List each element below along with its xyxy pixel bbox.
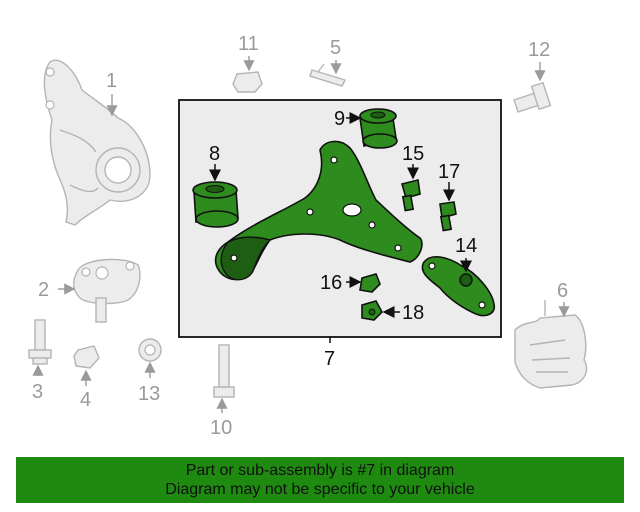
- bolt-part-12[interactable]: [513, 81, 552, 113]
- callout-6[interactable]: 6: [557, 280, 568, 302]
- callout-16[interactable]: 16: [320, 272, 342, 294]
- nut-part-18[interactable]: [361, 300, 383, 321]
- callout-17[interactable]: 17: [438, 161, 460, 183]
- long-bolt-part-10[interactable]: [213, 344, 235, 398]
- callout-8[interactable]: 8: [209, 143, 220, 165]
- cotter-pin-part-5[interactable]: [309, 63, 346, 87]
- lower-control-arm-part-7[interactable]: [214, 140, 423, 281]
- callout-1[interactable]: 1: [106, 70, 117, 92]
- callout-9[interactable]: 9: [334, 108, 345, 130]
- callout-10[interactable]: 10: [210, 417, 232, 439]
- bracket-part-6[interactable]: [514, 300, 588, 389]
- flange-nut-part-11[interactable]: [232, 71, 263, 93]
- nut-part-4[interactable]: [73, 345, 100, 369]
- callout-13[interactable]: 13: [138, 383, 160, 405]
- parts-diagram: 1 2 3 4 5 6 7 8 9 10 11 12 13 14 15 16 1…: [28, 33, 588, 439]
- callout-3[interactable]: 3: [32, 381, 43, 403]
- callout-15[interactable]: 15: [402, 143, 424, 165]
- callout-18[interactable]: 18: [402, 302, 424, 324]
- bushing-part-8[interactable]: [192, 181, 239, 228]
- callout-14[interactable]: 14: [455, 235, 477, 257]
- banner-line-1: Part or sub-assembly is #7 in diagram: [185, 462, 455, 479]
- callout-11[interactable]: 11: [238, 33, 259, 55]
- banner-line-2: Diagram may not be specific to your vehi…: [165, 481, 475, 498]
- callout-12[interactable]: 12: [528, 39, 550, 61]
- callout-7[interactable]: 7: [324, 348, 335, 370]
- callout-5[interactable]: 5: [330, 37, 341, 59]
- callout-2[interactable]: 2: [38, 279, 49, 301]
- bushing-part-9[interactable]: [359, 108, 398, 149]
- bolt-part-15[interactable]: [401, 179, 421, 212]
- callout-4[interactable]: 4: [80, 389, 91, 411]
- steering-knuckle-part-1[interactable]: [43, 59, 151, 226]
- ball-joint-part-14[interactable]: [421, 255, 496, 317]
- nut-part-13[interactable]: [138, 338, 162, 362]
- bolt-part-3[interactable]: [28, 319, 52, 365]
- nut-part-16[interactable]: [359, 273, 381, 293]
- bolt-part-17[interactable]: [439, 201, 457, 232]
- disclaimer-banner: Part or sub-assembly is #7 in diagram Di…: [16, 457, 624, 503]
- ball-joint-part-2[interactable]: [73, 258, 141, 323]
